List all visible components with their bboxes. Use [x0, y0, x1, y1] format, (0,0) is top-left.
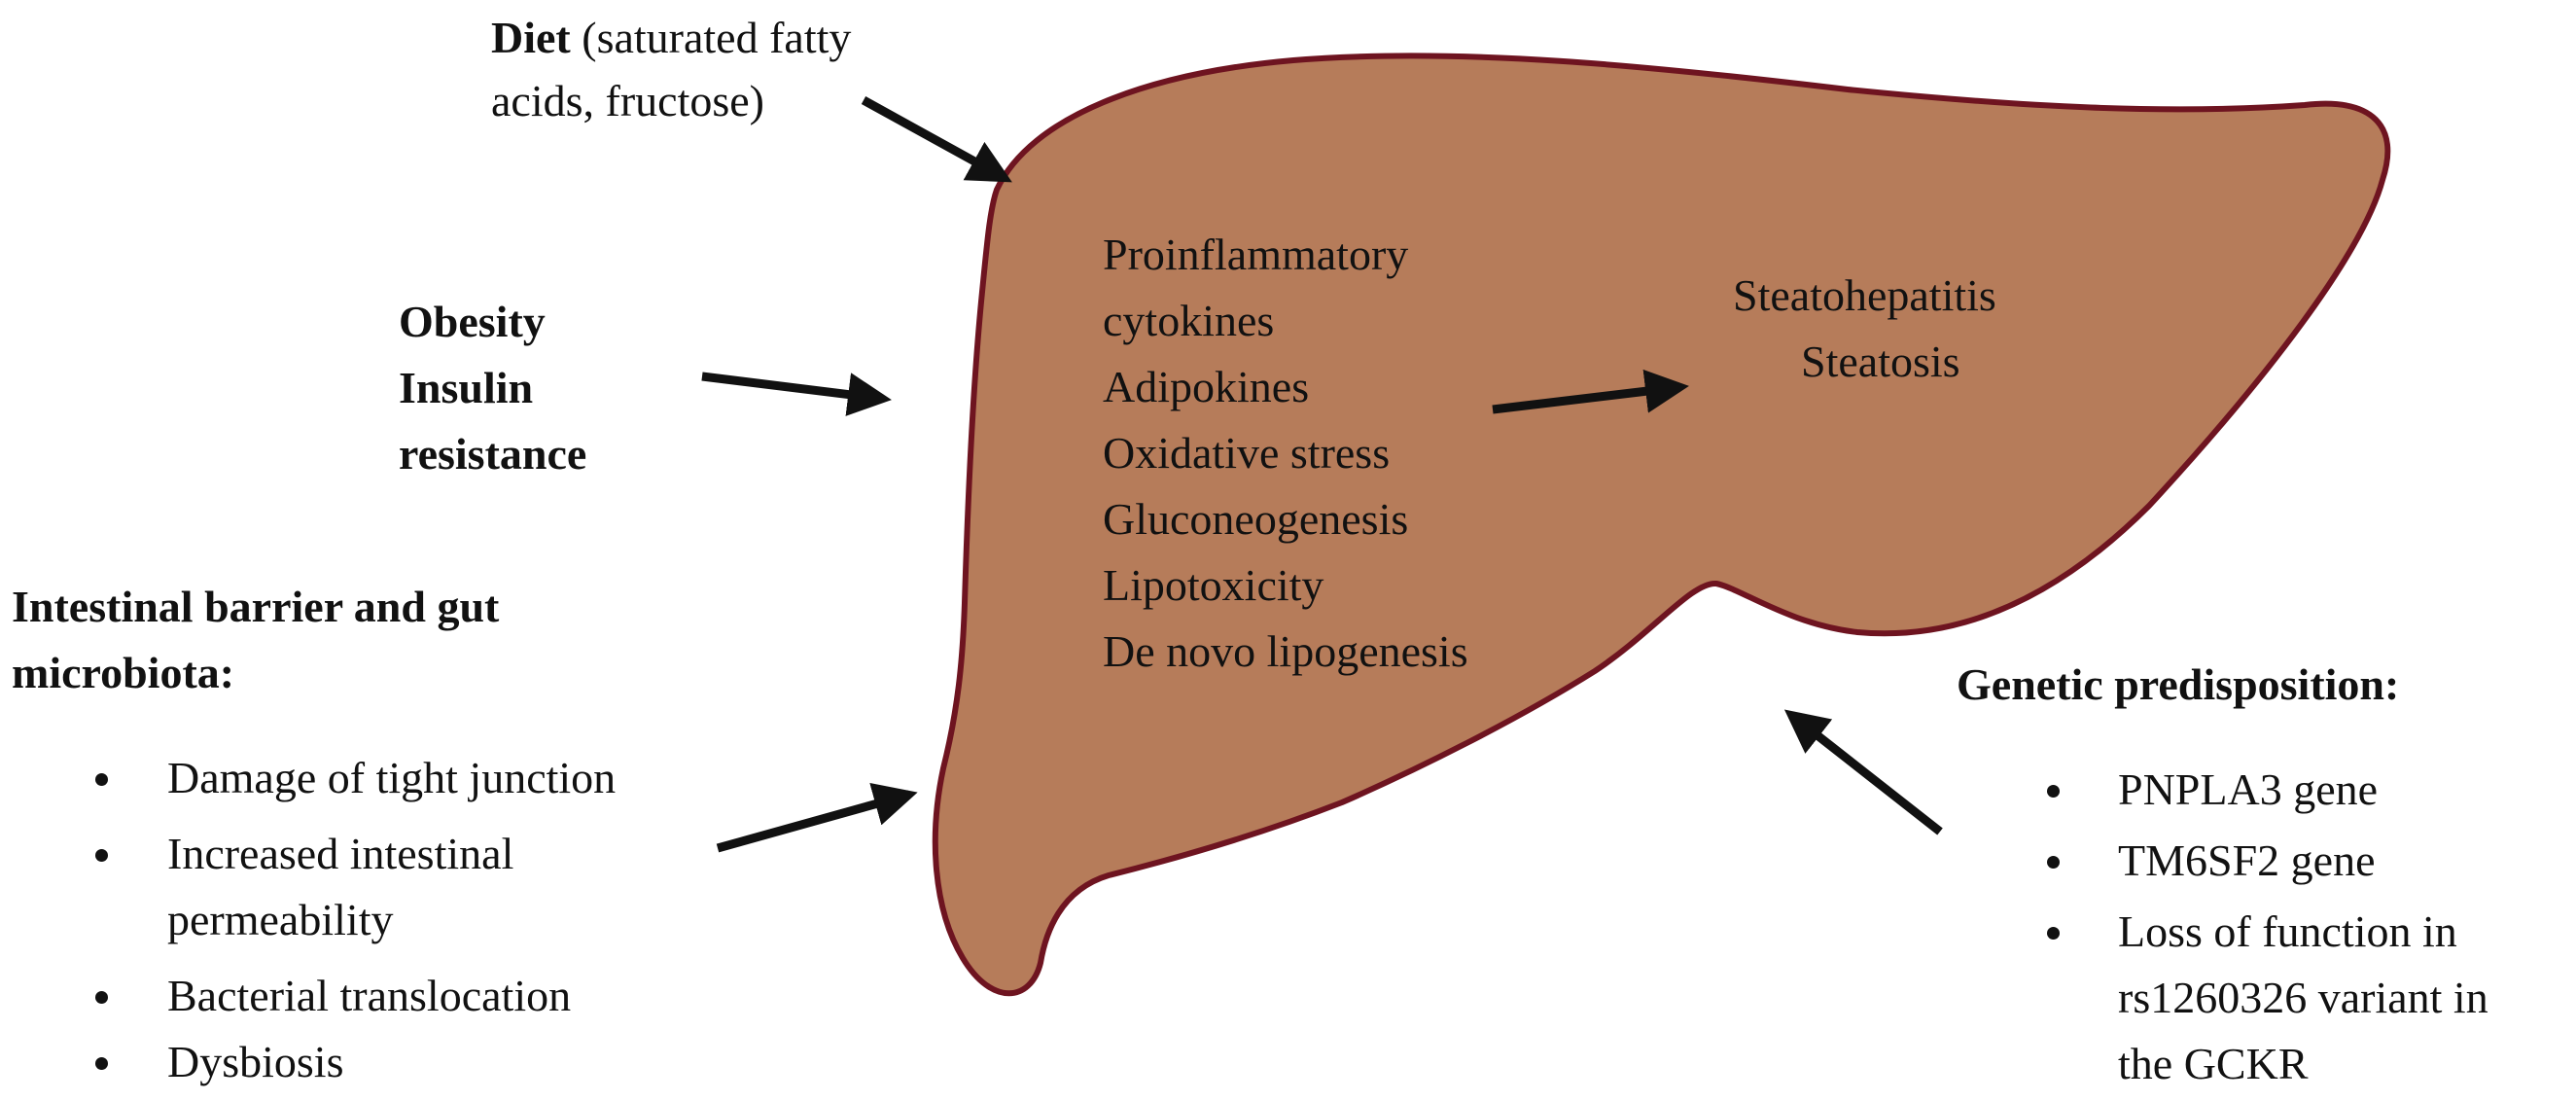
intestinal-item-tight-junction: Damage of tight junction: [167, 753, 617, 802]
mechanism-item: cytokines: [1103, 296, 1275, 345]
mechanism-item: De novo lipogenesis: [1103, 626, 1468, 676]
arrow-obesity: [701, 372, 892, 416]
genetic-item-tm6sf2: TM6SF2 gene: [2118, 835, 2376, 885]
diet-label-line1: Diet (saturated fatty: [491, 5, 851, 71]
mechanism-item: Adipokines: [1103, 362, 1310, 411]
bullet-dot: [95, 991, 108, 1004]
obesity-label: Obesity: [399, 297, 546, 346]
genetic-item-gckr: the GCKR: [2118, 1039, 2309, 1088]
intestinal-item-permeability: Increased intestinal: [167, 829, 514, 878]
bullet-dot: [2047, 927, 2060, 940]
mechanism-item: Proinflammatory: [1103, 230, 1409, 279]
arrow-mechanisms-to-outcomes: [1492, 369, 1689, 414]
outcome-steatosis: Steatosis: [1801, 337, 1960, 386]
bullet-dot: [95, 773, 108, 786]
diet-bold: Diet: [491, 13, 571, 62]
mechanism-item: Lipotoxicity: [1103, 560, 1324, 610]
mechanism-item: Oxidative stress: [1103, 428, 1391, 478]
insulin-label: Insulin: [399, 363, 534, 412]
arrow-genetic: [1783, 709, 1943, 835]
arrow-diet: [861, 96, 1012, 183]
intestinal-item-permeability-cont: permeability: [167, 895, 394, 944]
arrow-intestinal: [716, 783, 918, 853]
bullet-dot: [2047, 856, 2060, 869]
resistance-label: resistance: [399, 429, 587, 479]
bullet-dot: [95, 1057, 108, 1070]
intestinal-item-translocation: Bacterial translocation: [167, 971, 572, 1020]
mechanism-item: Gluconeogenesis: [1103, 494, 1409, 544]
outcome-steatohepatitis: Steatohepatitis: [1733, 270, 1996, 320]
genetic-item-variant: rs1260326 variant in: [2118, 973, 2488, 1022]
intestinal-title-line2: microbiota:: [12, 648, 235, 697]
intestinal-title-line1: Intestinal barrier and gut: [12, 582, 500, 631]
liver-shape: [932, 53, 2391, 997]
genetic-item-pnpla3: PNPLA3 gene: [2118, 764, 2379, 814]
intestinal-item-dysbiosis: Dysbiosis: [167, 1037, 344, 1086]
bullet-dot: [2047, 785, 2060, 798]
diet-label-line2: acids, fructose): [491, 76, 764, 125]
genetic-title: Genetic predisposition:: [1957, 659, 2400, 709]
diet-detail: (saturated fatty: [570, 13, 852, 62]
bullet-dot: [95, 849, 108, 862]
genetic-item-loss-of-function: Loss of function in: [2118, 906, 2457, 956]
